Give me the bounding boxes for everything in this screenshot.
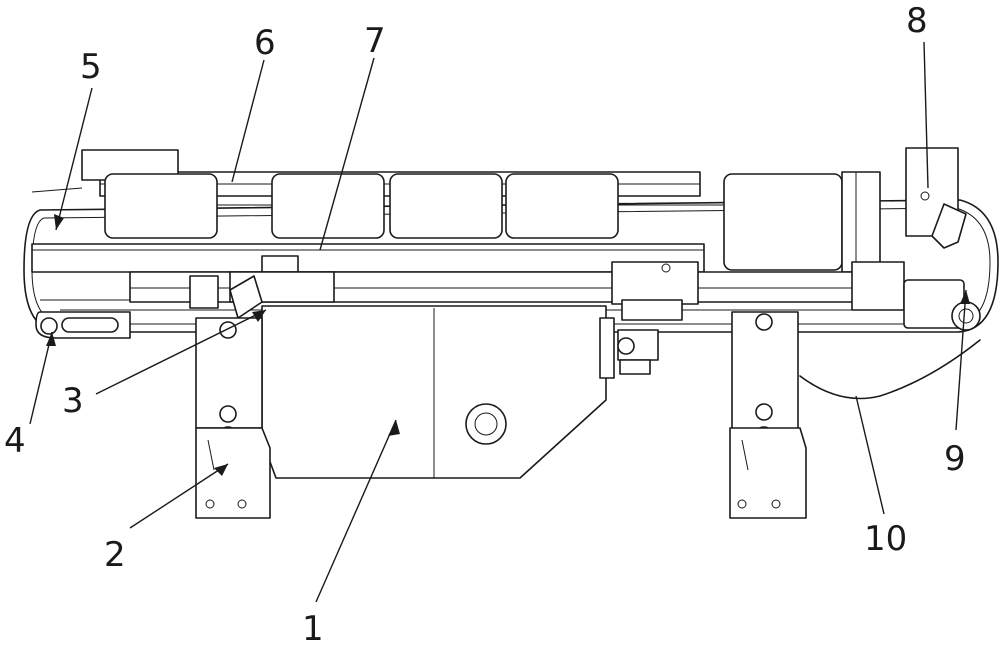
front-guide-plate bbox=[31, 243, 705, 273]
box-3 bbox=[389, 173, 503, 239]
label-2: 2 bbox=[104, 535, 126, 575]
leader-5 bbox=[55, 87, 93, 231]
leader-10 bbox=[855, 395, 885, 515]
carried-boxes bbox=[104, 173, 843, 271]
arrowhead-2 bbox=[214, 464, 228, 476]
arrowhead-3 bbox=[252, 310, 266, 322]
leader-9 bbox=[955, 289, 967, 431]
box-4 bbox=[505, 173, 619, 239]
label-7: 7 bbox=[364, 21, 386, 61]
label-10: 10 bbox=[864, 519, 907, 559]
box-5 bbox=[723, 173, 843, 271]
arrowhead-5 bbox=[54, 214, 64, 230]
leader-8 bbox=[923, 41, 929, 189]
sensor-bracket bbox=[905, 147, 967, 249]
arrowhead-1 bbox=[388, 420, 400, 436]
leader-1 bbox=[315, 419, 397, 603]
leader-2 bbox=[129, 463, 229, 529]
left-leg-support bbox=[195, 317, 271, 519]
label-1: 1 bbox=[302, 609, 324, 649]
box-2 bbox=[271, 173, 385, 239]
leader-3 bbox=[95, 309, 267, 395]
label-8: 8 bbox=[906, 1, 928, 41]
pusher-bracket bbox=[189, 271, 335, 319]
label-5: 5 bbox=[80, 47, 102, 87]
label-3: 3 bbox=[62, 381, 84, 421]
leader-4 bbox=[29, 331, 53, 425]
reference-numerals: 1 2 3 4 5 6 7 8 9 10 bbox=[4, 1, 966, 649]
right-roller bbox=[951, 301, 981, 331]
belt-lower-return bbox=[799, 339, 981, 400]
left-tension-plate bbox=[35, 311, 131, 339]
arrowhead-9 bbox=[960, 290, 970, 304]
motor-housing bbox=[261, 305, 659, 479]
label-6: 6 bbox=[254, 23, 276, 63]
arrowhead-4 bbox=[46, 332, 56, 346]
leader-lines bbox=[29, 41, 970, 603]
label-9: 9 bbox=[944, 439, 966, 479]
right-clamp bbox=[611, 261, 699, 305]
leader-7 bbox=[319, 57, 375, 251]
leader-6 bbox=[231, 59, 265, 183]
cable-line bbox=[31, 187, 83, 193]
right-guide-block bbox=[841, 171, 881, 273]
right-leg-support bbox=[729, 311, 807, 519]
label-4: 4 bbox=[4, 421, 26, 461]
box-1 bbox=[104, 173, 218, 239]
